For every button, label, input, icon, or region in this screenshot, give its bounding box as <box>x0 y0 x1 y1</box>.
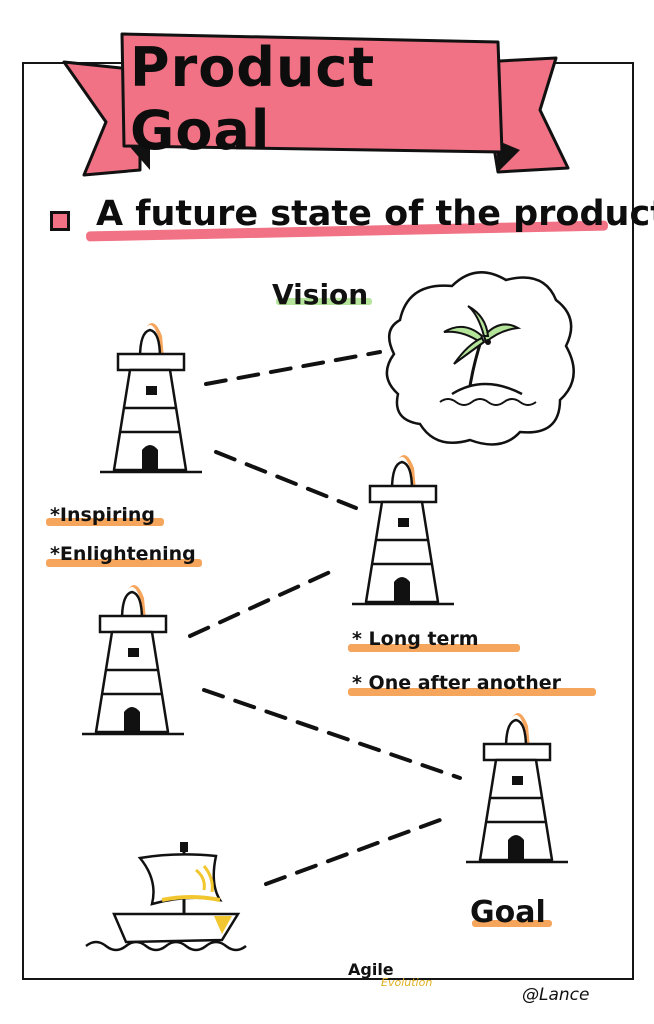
path-connectors <box>188 350 462 886</box>
note-highlight <box>348 688 596 696</box>
vision-highlight <box>276 298 372 305</box>
note-highlight <box>348 644 520 652</box>
lighthouse-icon <box>98 321 204 474</box>
vision-label: Vision <box>272 278 369 311</box>
subtitle: A future state of the product <box>96 194 654 234</box>
lighthouse-icon <box>80 583 186 736</box>
lighthouse-icon <box>350 453 456 606</box>
title-banner <box>62 32 570 177</box>
vision-cloud-icon <box>385 271 575 446</box>
note-long-term: * Long term <box>352 628 479 650</box>
ship-icon <box>85 842 247 952</box>
note-inspiring: *Inspiring <box>50 504 155 526</box>
lighthouse-icon <box>464 711 570 864</box>
note-enlightening: *Enlightening <box>50 543 196 565</box>
checkbox-icon <box>50 211 70 231</box>
logo-subtext: Evolution <box>381 976 433 989</box>
signature: @Lance <box>522 985 590 1005</box>
note-one-after-another: * One after another <box>352 672 562 694</box>
note-highlight <box>46 559 202 567</box>
goal-highlight <box>472 920 552 927</box>
goal-label: Goal <box>470 895 546 930</box>
logo: Agile <box>348 960 394 979</box>
note-highlight <box>46 518 164 526</box>
